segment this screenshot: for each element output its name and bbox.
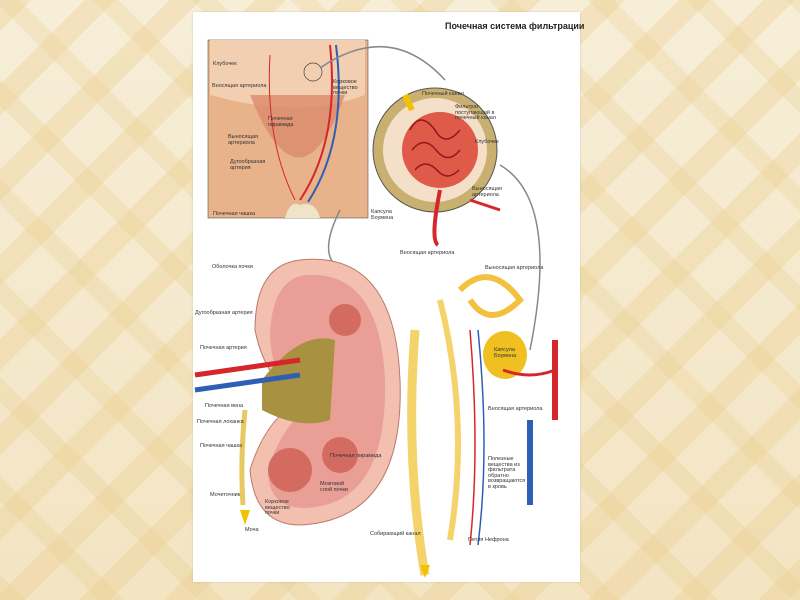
nephron xyxy=(407,274,558,578)
label-renal-pyramid: Почечная пирамида xyxy=(268,116,294,128)
label-collecting-duct: Собирающий канал xyxy=(370,531,421,537)
label-renal-vein: Почечная вена xyxy=(205,403,244,409)
label-calyx-top: Почечная чашка xyxy=(213,211,256,217)
label-afferent-top: Вносящая артериола xyxy=(212,83,267,89)
label-medulla: Мозговой слой почки xyxy=(320,481,348,493)
label-calyx: Почечная чашка xyxy=(200,443,243,449)
label-efferent-top: Выносящая артериола xyxy=(228,134,259,146)
label-bowman-mid: Капсула Боумена xyxy=(371,209,394,221)
urine-arrow xyxy=(240,510,250,525)
glomerulus-magnified xyxy=(372,87,501,247)
label-glomerulus-top: Клубочек xyxy=(213,61,237,67)
label-arcuate-top: Дугообразная артерия xyxy=(230,159,266,171)
label-renal-tubule: Почечный канал xyxy=(422,91,464,97)
cortex-detail xyxy=(207,39,369,219)
label-efferent-right: Выносящая артериола xyxy=(485,265,544,271)
label-cortex: Корковое вещество почки xyxy=(333,79,358,96)
label-renal-pyramid-bottom: Почечная пирамида xyxy=(330,453,382,459)
label-afferent-right: Вносящая артериола xyxy=(488,406,543,412)
label-useful-substances: Полезные вещества из фильтрата обратно в… xyxy=(488,456,526,490)
zoom-arrow-1 xyxy=(319,45,446,81)
label-renal-artery: Почечная артерия xyxy=(200,345,247,351)
label-kidney-capsule: Оболочка почки xyxy=(212,264,253,270)
label-filtrate: Фильтрат поступающий в почечный канал xyxy=(455,104,497,121)
label-urine: Моча xyxy=(245,527,259,533)
label-bowman-right: Капсула Боумена xyxy=(494,347,517,359)
label-efferent-mid: Выносящая артериола xyxy=(472,186,503,198)
label-afferent-mid: Вносящая артериола xyxy=(400,250,455,256)
label-loop-nephron: Петля Нефрона xyxy=(468,537,509,543)
zoom-arrow-2 xyxy=(499,164,541,351)
label-ureter: Мочеточник xyxy=(210,492,241,498)
diagram-title: Почечная система фильтрации xyxy=(445,21,585,31)
kidney-cross-section xyxy=(194,258,401,526)
label-arcuate-artery: Дугообразная артерия xyxy=(195,310,253,316)
label-glomerulus-mid: Клубочек xyxy=(475,139,499,145)
label-renal-pelvis: Почечная лоханка xyxy=(197,419,244,425)
label-cortex-bottom: Корковое вещество почки xyxy=(265,499,290,516)
